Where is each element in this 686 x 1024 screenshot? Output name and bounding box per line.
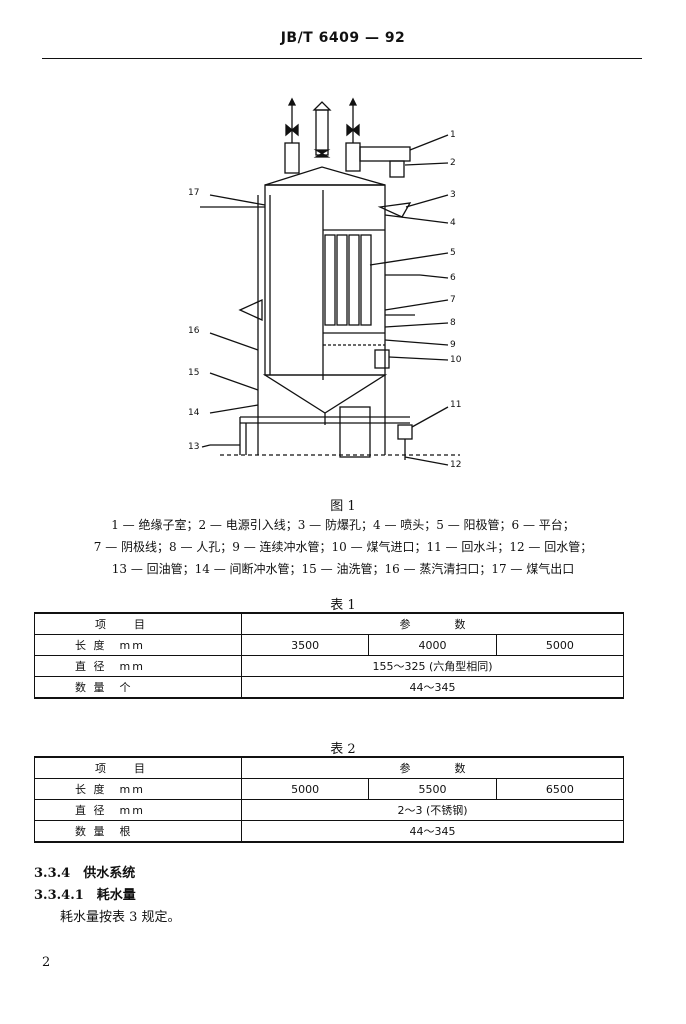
callout-6: 6	[450, 273, 456, 283]
callout-10: 10	[450, 355, 462, 365]
figure-legend-line-3: 13 — 回油管；14 — 间断冲水管；15 — 油洗管；16 — 蒸汽清扫口；…	[111, 562, 575, 576]
table-2: 项 目 参 数 长 度 mm 5000 5500 6500 直 径 mm 2～3…	[34, 756, 625, 843]
table-cell: 3500	[240, 634, 370, 656]
callout-15: 15	[188, 368, 199, 378]
callout-2: 2	[450, 158, 456, 168]
table-cell: 5000	[240, 778, 370, 800]
callout-14: 14	[188, 408, 200, 418]
figure-legend-line-1: 1 — 绝缘子室；2 — 电源引入线；3 — 防爆孔；4 — 喷头；5 — 阳极…	[111, 518, 575, 532]
table-cell: 4000	[368, 634, 497, 656]
row-label: 数 量 根	[34, 820, 242, 843]
row-label: 直 径 mm	[34, 799, 242, 821]
callout-5: 5	[450, 248, 456, 258]
table-row: 项 目 参 数	[34, 612, 624, 635]
table-1-title: 表 1	[330, 598, 356, 613]
table-row: 直 径 mm 155～325 (六角型相同)	[34, 655, 624, 677]
callout-3: 3	[450, 190, 456, 200]
table-2-title: 表 2	[330, 742, 356, 757]
section-3-3-4-1-heading: 3.3.4.1 耗水量	[34, 888, 136, 903]
table-row: 数 量 根 44～345	[34, 820, 624, 843]
row-label: 直 径 mm	[34, 655, 242, 677]
table-row: 数 量 个 44～345	[34, 676, 624, 699]
section-3-3-4-heading: 3.3.4 供水系统	[34, 866, 136, 881]
header-rule	[42, 58, 642, 59]
table-header-param: 参 数	[241, 612, 624, 635]
table-cell: 44～345	[241, 676, 624, 699]
row-label: 长 度 mm	[34, 634, 242, 656]
paragraph-text: 耗水量按表 3 规定。	[60, 910, 181, 925]
callout-16: 16	[188, 326, 200, 336]
table-row: 长 度 mm 5000 5500 6500	[34, 778, 625, 800]
callout-8: 8	[450, 318, 456, 328]
figure-legend-line-2: 7 — 阴极线；8 — 人孔；9 — 连续冲水管；10 — 煤气进口；11 — …	[93, 540, 593, 554]
callout-13: 13	[188, 442, 199, 452]
standard-number-header: JB/T 6409 — 92	[280, 30, 406, 46]
row-label: 数 量 个	[34, 676, 242, 699]
table-row: 长 度 mm 3500 4000 5000	[34, 634, 625, 656]
figure-caption: 图 1	[330, 499, 356, 514]
table-1: 项 目 参 数 长 度 mm 3500 4000 5000 直 径 mm 155…	[34, 612, 625, 699]
table-header-item: 项 目	[34, 756, 242, 779]
callout-1: 1	[450, 130, 456, 140]
callout-17: 17	[188, 188, 199, 198]
callout-12: 12	[450, 460, 461, 470]
callout-7: 7	[450, 295, 456, 305]
table-cell: 44～345	[241, 820, 624, 843]
table-cell: 6500	[495, 778, 625, 800]
callout-4: 4	[450, 218, 456, 228]
table-header-param: 参 数	[241, 756, 624, 779]
callout-11: 11	[450, 400, 461, 410]
table-cell: 5500	[368, 778, 497, 800]
row-label: 长 度 mm	[34, 778, 242, 800]
table-header-item: 项 目	[34, 612, 242, 635]
page-number: 2	[42, 955, 51, 970]
table-row: 项 目 参 数	[34, 756, 624, 779]
table-cell: 5000	[495, 634, 625, 656]
table-cell: 2～3 (不锈钢)	[241, 799, 624, 821]
figure-1-diagram: 1 2 3 4 5 6 7 8 9 10 11 12 13 14 15 16 1…	[188, 97, 462, 470]
callout-9: 9	[450, 340, 456, 350]
table-row: 直 径 mm 2～3 (不锈钢)	[34, 799, 624, 821]
table-cell: 155～325 (六角型相同)	[241, 655, 624, 677]
